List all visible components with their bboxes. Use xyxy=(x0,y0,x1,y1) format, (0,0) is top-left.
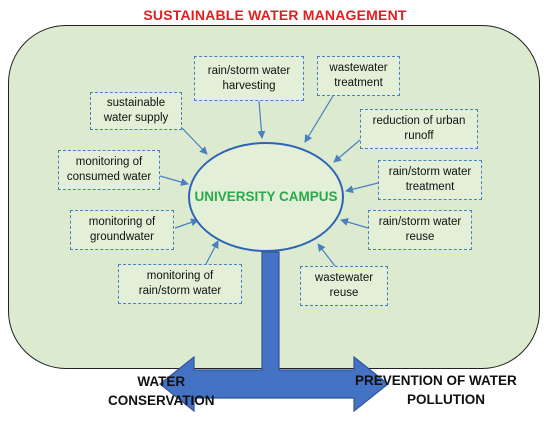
outcome-left-line2: CONSERVATION xyxy=(108,393,215,408)
connector-arrow xyxy=(257,100,266,139)
connector-arrow xyxy=(205,240,219,265)
connector-arrow xyxy=(159,175,189,186)
connector-arrow xyxy=(345,182,379,194)
outcome-t-arrow xyxy=(159,251,389,413)
university-campus-node: UNIVERSITY CAMPUS xyxy=(188,142,344,252)
outcome-water-conservation: WATER CONSERVATION xyxy=(108,372,215,410)
connector-arrow xyxy=(304,95,334,143)
outcome-right-line1: PREVENTION OF WATER xyxy=(355,373,517,388)
diagram-title: SUSTAINABLE WATER MANAGEMENT xyxy=(143,7,407,23)
outcome-right-line2: POLLUTION xyxy=(407,392,485,407)
outcome-prevention-of-pollution: PREVENTION OF WATER POLLUTION xyxy=(355,371,517,409)
connector-arrow xyxy=(181,127,208,155)
connector-arrow xyxy=(317,243,336,267)
outcome-left-line1: WATER xyxy=(137,374,186,389)
campus-label-line1: UNIVERSITY xyxy=(194,189,276,204)
connector-arrow xyxy=(174,218,199,229)
connector-arrow xyxy=(333,139,361,163)
connector-arrow xyxy=(340,218,369,229)
campus-label-line2: CAMPUS xyxy=(279,189,338,204)
